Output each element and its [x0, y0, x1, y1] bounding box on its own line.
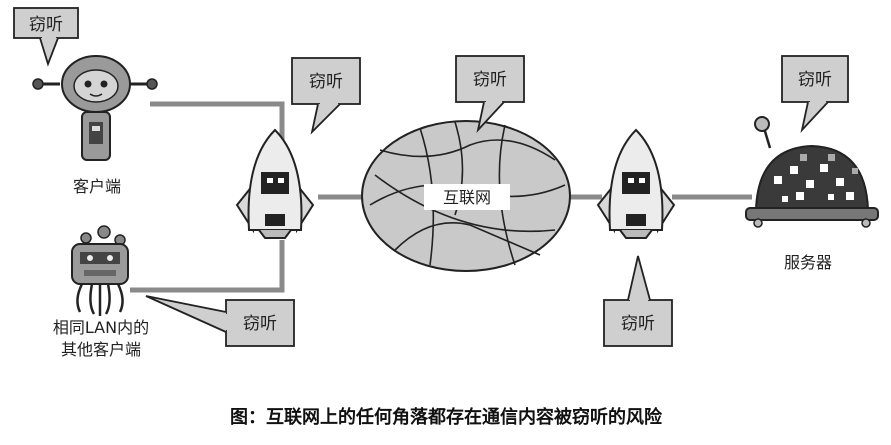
line-lan-to-router: [130, 240, 285, 293]
eavesdrop-bubble-server-text: 窃听: [798, 70, 832, 90]
internet-label-box: [424, 184, 510, 210]
eavesdrop-bubble-lan: 窃听: [145, 295, 295, 347]
lan-client-label-line1: 相同LAN内的: [53, 318, 149, 337]
eavesdrop-bubble-server: 窃听: [781, 55, 849, 134]
eavesdrop-bubble-router-left: 窃听: [291, 57, 361, 135]
client-label: 客户端: [73, 177, 121, 196]
eavesdrop-bubble-router-left-text: 窃听: [309, 72, 343, 92]
eavesdrop-bubble-router-right: 窃听: [603, 255, 673, 347]
internet-cloud: 互联网: [361, 120, 571, 272]
lan-client-robot-icon: [71, 225, 129, 316]
router-rocket-right: [596, 128, 676, 239]
figure-caption: 图：互联网上的任何角落都存在通信内容被窃听的风险: [230, 406, 663, 428]
internet-label: 互联网: [443, 188, 491, 207]
eavesdrop-bubble-internet-text: 窃听: [473, 70, 507, 90]
server-label: 服务器: [784, 253, 832, 272]
client-robot-icon: [32, 55, 158, 161]
eavesdrop-bubble-router-right-text: 窃听: [621, 314, 655, 334]
eavesdrop-bubble-internet: 窃听: [455, 55, 525, 134]
eavesdrop-bubble-lan-text: 窃听: [243, 314, 277, 334]
lan-client-label-line2: 其他客户端: [61, 340, 141, 359]
server-icon: [745, 116, 879, 228]
eavesdrop-bubble-client: 窃听: [13, 7, 79, 67]
router-rocket-left: [235, 128, 315, 239]
eavesdrop-bubble-client-text: 窃听: [29, 15, 63, 35]
